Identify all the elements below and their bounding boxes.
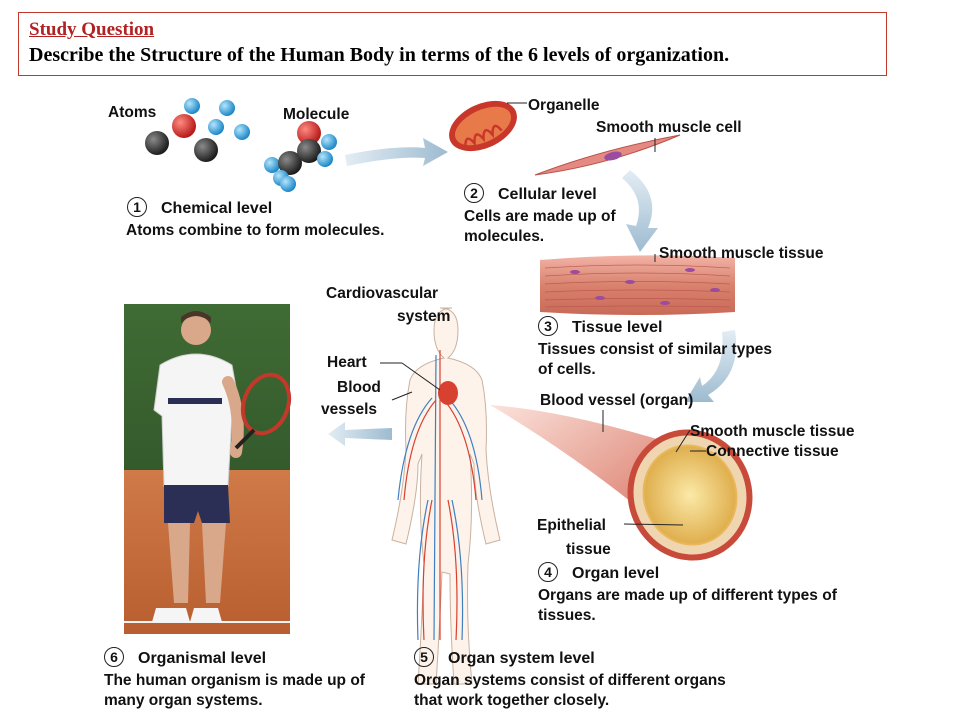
level-1-description: Atoms combine to form molecules.	[126, 222, 385, 239]
organelle-label: Organelle	[528, 97, 600, 114]
blood-vessel-organ-label: Blood vessel (organ)	[540, 392, 694, 409]
smooth-muscle-tissue-organ-label: Smooth muscle tissue	[690, 423, 855, 440]
level-1-heading: 1 Chemical level	[127, 197, 272, 219]
level-2-number: 2	[464, 183, 484, 203]
smooth-muscle-cell-label: Smooth muscle cell	[596, 119, 742, 136]
cardiovascular-label-line2: system	[397, 308, 451, 325]
level-4-name: Organ level	[572, 565, 660, 582]
level-6-description: The human organism is made up of many or…	[104, 672, 365, 709]
molecule-illustration	[264, 121, 337, 192]
flow-arrow	[345, 138, 448, 166]
level-5-description: Organ systems consist of different organ…	[414, 672, 726, 709]
level-6-name: Organismal level	[138, 650, 267, 667]
level-6-heading: 6 Organismal level	[104, 647, 266, 669]
level-2-description: Cells are made up of molecules.	[464, 208, 616, 245]
atoms-label: Atoms	[108, 104, 157, 121]
level-5-heading: 5 Organ system level	[414, 647, 595, 669]
smooth-muscle-tissue-label: Smooth muscle tissue	[659, 245, 824, 262]
level-4-number: 4	[538, 562, 558, 582]
cardiovascular-label-line1: Cardiovascular	[326, 285, 438, 302]
smooth-muscle-tissue-illustration	[540, 255, 735, 315]
level-1-number: 1	[127, 197, 147, 217]
level-1-name: Chemical level	[161, 200, 273, 217]
flow-arrow	[685, 330, 737, 402]
heart-label: Heart	[327, 354, 367, 371]
epithelial-tissue-label-line1: Epithelial	[537, 517, 606, 534]
level-3-description: Tissues consist of similar types of cell…	[538, 341, 773, 378]
level-5-name: Organ system level	[448, 650, 595, 667]
study-question-text: Describe the Structure of the Human Body…	[29, 44, 730, 66]
smooth-muscle-cell-illustration	[534, 134, 681, 176]
level-3-number: 3	[538, 316, 558, 336]
level-4-heading: 4 Organ level	[538, 562, 659, 584]
molecule-label: Molecule	[283, 106, 350, 123]
level-2-heading: 2 Cellular level	[464, 183, 597, 205]
level-3-name: Tissue level	[572, 319, 663, 336]
flow-arrow	[622, 170, 658, 252]
tennis-player-photo	[124, 304, 292, 634]
cardiovascular-system-illustration	[391, 307, 501, 685]
atoms-illustration	[145, 98, 250, 162]
epithelial-tissue-label-line2: tissue	[566, 541, 611, 558]
study-question-title: Study Question	[29, 19, 155, 40]
level-5-number: 5	[414, 647, 434, 667]
level-2-name: Cellular level	[498, 186, 597, 203]
level-3-heading: 3 Tissue level	[538, 316, 662, 338]
mitochondrion-illustration	[449, 100, 517, 152]
level-4-description: Organs are made up of different types of…	[538, 587, 837, 624]
blood-vessels-label-line1: Blood	[337, 379, 381, 396]
flow-arrow	[328, 422, 392, 446]
study-question-box: Study Question Describe the Structure of…	[18, 12, 887, 76]
blood-vessels-label-line2: vessels	[321, 401, 378, 418]
level-6-number: 6	[104, 647, 124, 667]
connective-tissue-label: Connective tissue	[706, 443, 839, 460]
